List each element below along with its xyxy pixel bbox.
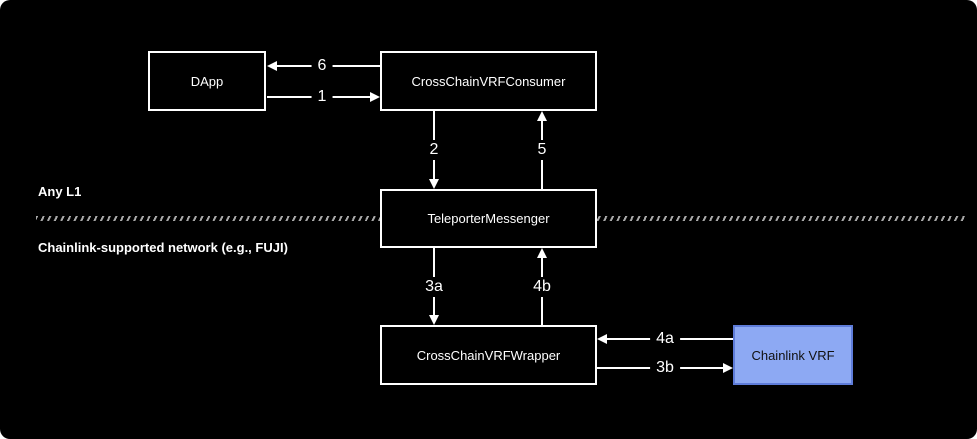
- edge-5-label: 5: [531, 140, 553, 160]
- node-crosschainvrfconsumer: CrossChainVRFConsumer: [380, 51, 597, 111]
- edge-3b-label: 3b: [650, 358, 680, 378]
- node-chainlink-vrf-label: Chainlink VRF: [751, 347, 835, 363]
- edge-3b-arrowhead-right-icon: [723, 363, 733, 373]
- node-chainlink-vrf: Chainlink VRF: [733, 325, 853, 385]
- node-dapp: DApp: [148, 51, 266, 111]
- edge-1-label: 1: [311, 87, 333, 107]
- edge-3a-arrowhead-down-icon: [429, 315, 439, 325]
- edge-4b-arrowhead-up-icon: [537, 248, 547, 258]
- edge-4b-label: 4b: [527, 277, 557, 297]
- node-teleportermessenger-label: TeleporterMessenger: [427, 211, 550, 226]
- edge-4a-label: 4a: [650, 329, 680, 349]
- edge-2-label: 2: [423, 140, 445, 160]
- edge-4a-arrowhead-left-icon: [597, 334, 607, 344]
- region-label-any-l1: Any L1: [38, 184, 82, 199]
- node-teleportermessenger: TeleporterMessenger: [380, 189, 597, 248]
- edge-6-arrowhead-left-icon: [267, 61, 277, 71]
- node-dapp-label: DApp: [190, 73, 224, 89]
- node-crosschainvrfwrapper: CrossChainVRFWrapper: [380, 325, 597, 385]
- region-label-chainlink-network: Chainlink-supported network (e.g., FUJI): [38, 240, 288, 255]
- node-crosschainvrfconsumer-label: CrossChainVRFConsumer: [411, 73, 566, 89]
- edge-1-arrowhead-right-icon: [370, 92, 380, 102]
- edge-6-label: 6: [311, 56, 333, 76]
- edge-2-arrowhead-down-icon: [429, 179, 439, 189]
- node-crosschainvrfwrapper-label: CrossChainVRFWrapper: [416, 347, 561, 363]
- edge-3a-label: 3a: [419, 277, 449, 297]
- edge-5-arrowhead-up-icon: [537, 111, 547, 121]
